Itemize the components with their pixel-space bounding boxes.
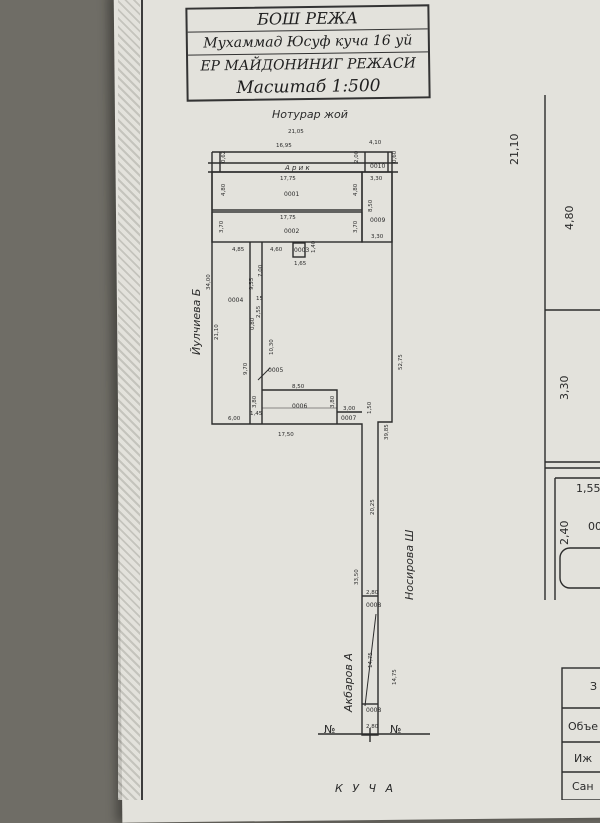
dim-062: 0,62 xyxy=(221,151,227,163)
dim-460: 4,60 xyxy=(270,247,283,253)
zone-0008b: 0008 xyxy=(366,707,381,714)
right-dim-330: 3,30 xyxy=(558,376,571,401)
margin-hatch xyxy=(118,0,140,800)
right-row-izh: Иж xyxy=(574,752,592,765)
dim-1030: 10,30 xyxy=(269,339,275,355)
zone-0006: 0006 xyxy=(292,403,307,410)
right-dim-480: 4,80 xyxy=(563,206,576,231)
plot-outline xyxy=(211,151,393,736)
dim-700: 7,00 xyxy=(258,264,264,277)
dim-165: 1,65 xyxy=(294,261,307,267)
dim-1775a: 17,75 xyxy=(280,176,296,182)
dim-1475b: 14,75 xyxy=(392,669,398,685)
right-table xyxy=(561,667,600,800)
dim-top-a: 16,95 xyxy=(276,143,292,149)
dim-480a: 4,80 xyxy=(221,183,227,196)
dim-380a: 3,80 xyxy=(252,395,258,408)
dim-200: 2,00 xyxy=(354,150,360,163)
neighbor-top: Нотурар жой xyxy=(272,108,348,121)
zone-0002: 0002 xyxy=(284,228,299,235)
dim-850b: 8,50 xyxy=(292,384,305,390)
dim-280b: 2,80 xyxy=(366,724,379,730)
dim-140: 1,40 xyxy=(311,240,317,253)
street-label: К У Ч А xyxy=(335,782,396,795)
dim-1775b: 17,75 xyxy=(280,215,296,221)
building-0009 xyxy=(361,171,393,243)
margin-line xyxy=(141,0,143,800)
neighbor-left: Йулчиева Б xyxy=(190,289,203,355)
dim-370a: 3,70 xyxy=(219,220,225,233)
dim-3350: 33,50 xyxy=(354,569,360,585)
dim-1750: 17,50 xyxy=(278,432,294,438)
dim-3985: 39,85 xyxy=(384,424,390,440)
right-zone-00: 00 xyxy=(588,520,600,533)
neighbor-right: Носирова Ш xyxy=(403,529,416,600)
dim-330a: 3,30 xyxy=(370,176,383,182)
dim-145: 1,45 xyxy=(250,411,263,417)
zone-0009: 0009 xyxy=(370,217,385,224)
zone-0003: 0003 xyxy=(294,247,309,254)
marker-left: № xyxy=(324,723,335,736)
dim-top-b: 4,10 xyxy=(369,140,382,146)
zone-0008a: 0008 xyxy=(366,602,381,609)
dim-060: 0,60 xyxy=(392,150,398,163)
building-0002 xyxy=(211,211,363,243)
dim-485: 4,85 xyxy=(232,247,245,253)
dim-3400: 34,00 xyxy=(206,274,212,290)
dim-15: 15 xyxy=(256,296,263,302)
dim-2110: 21,10 xyxy=(214,324,220,340)
dim-1475a: 14,75 xyxy=(368,652,374,668)
dim-480b: 4,80 xyxy=(353,183,359,196)
zone-0007: 0007 xyxy=(341,415,356,422)
dim-300: 3,00 xyxy=(343,406,356,412)
zone-0004: 0004 xyxy=(228,297,243,304)
right-row-z: З xyxy=(590,680,597,693)
aryk-label: А р и к xyxy=(284,164,310,172)
dim-330b: 3,30 xyxy=(371,234,384,240)
right-dim-155: 1,55 xyxy=(576,482,600,495)
right-inner-box xyxy=(559,547,600,589)
dim-850: 8,50 xyxy=(368,199,374,212)
dim-380b: 3,80 xyxy=(330,395,336,408)
dim-280a: 2,80 xyxy=(366,590,379,596)
building-0003 xyxy=(292,242,306,258)
dim-600: 6,00 xyxy=(228,416,241,422)
zone-0001: 0001 xyxy=(284,191,299,198)
site-plan: Нотурар жой Йулчиева Б Носирова Ш Акбаро… xyxy=(190,95,600,800)
dim-080: 0,80 xyxy=(250,317,256,330)
dim-top-total: 21,05 xyxy=(288,129,304,135)
dim-370b: 3,70 xyxy=(353,220,359,233)
right-dim-2110: 21,10 xyxy=(508,134,521,166)
dim-955: 9,55 xyxy=(249,277,255,290)
dim-150: 1,50 xyxy=(367,401,373,414)
right-dim-240: 2,40 xyxy=(558,521,571,546)
neighbor-bottom-left: Акбаров А xyxy=(342,653,355,713)
dim-2025: 20,25 xyxy=(370,499,376,515)
marker-right: № xyxy=(390,723,401,736)
dim-255: 2,55 xyxy=(256,305,262,318)
zone-0010: 0010 xyxy=(370,163,385,170)
right-row-san: Сан xyxy=(572,780,594,793)
dim-970: 9,70 xyxy=(243,362,249,375)
zone-0005: 0005 xyxy=(268,367,283,374)
right-row-obe: Объе xyxy=(568,720,598,733)
dim-5275: 52,75 xyxy=(398,354,404,370)
